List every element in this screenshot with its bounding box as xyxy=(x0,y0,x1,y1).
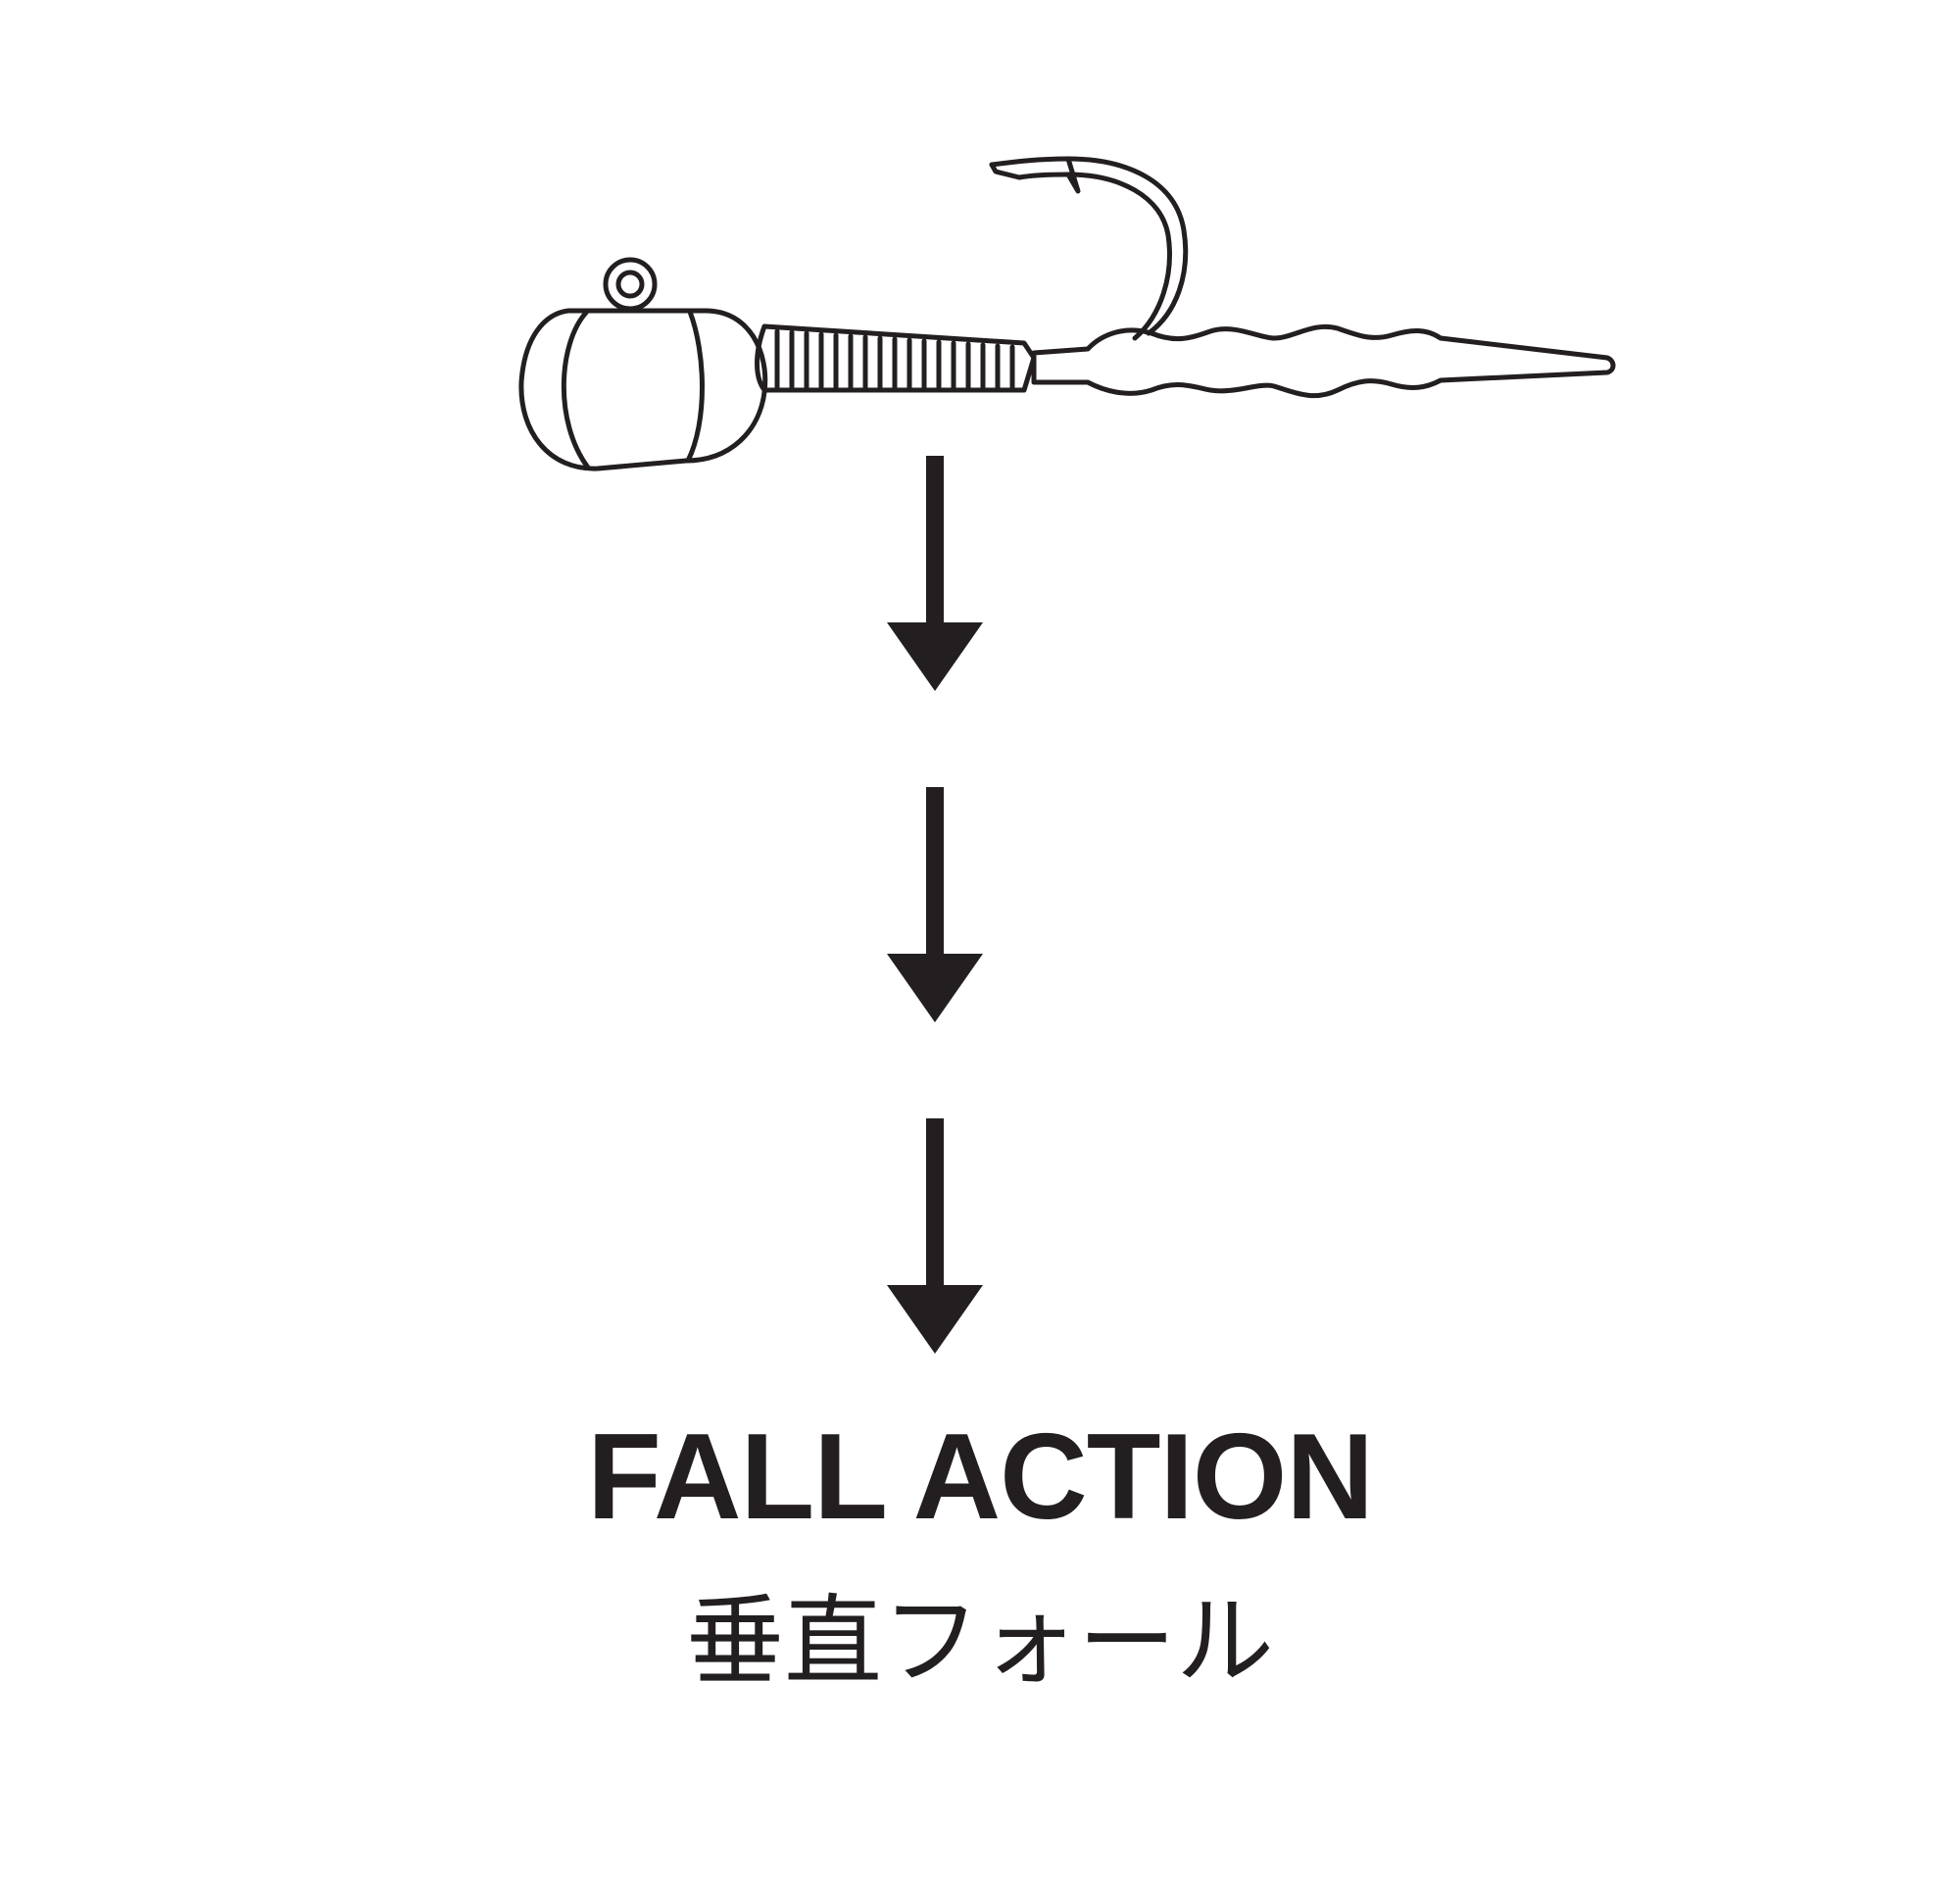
line-eye-icon xyxy=(603,257,658,312)
down-arrow-icon xyxy=(887,1118,983,1354)
collar-ribs-icon xyxy=(755,323,1037,393)
worm-body-icon xyxy=(1031,323,1616,399)
hook-icon xyxy=(989,156,1189,341)
caption-title: FALL ACTION xyxy=(587,1410,1374,1545)
down-arrow-icon xyxy=(887,456,983,691)
jig-head-lure-icon xyxy=(518,156,1616,471)
caption-subtitle: 垂直フォール xyxy=(686,1584,1274,1699)
lead-head-icon xyxy=(518,308,768,471)
fall-direction-arrows xyxy=(887,456,983,1354)
down-arrow-icon xyxy=(887,787,983,1022)
